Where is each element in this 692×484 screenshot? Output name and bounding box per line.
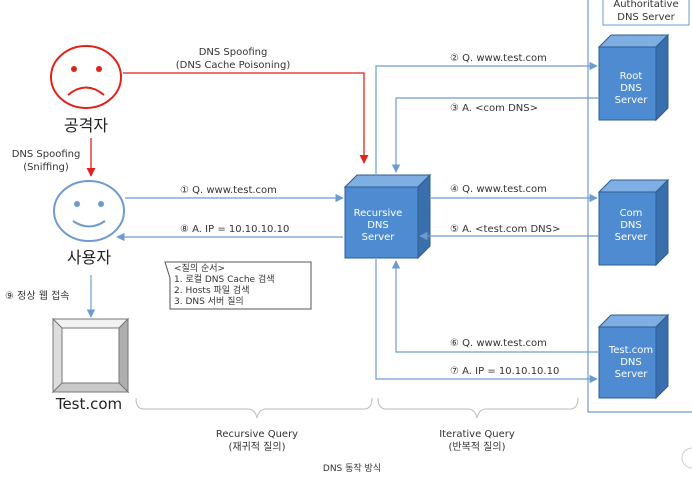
user-smiley-face-icon bbox=[53, 180, 125, 242]
com-server-line3: Server bbox=[615, 232, 649, 243]
com-server-line2: DNS bbox=[620, 220, 642, 231]
label-step9: ⑨ 정상 웹 접속 bbox=[5, 290, 70, 302]
authoritative-label-line1: Authoritative bbox=[613, 0, 678, 10]
authoritative-region-border bbox=[587, 0, 692, 413]
arrow-step6 bbox=[391, 260, 598, 353]
query-order-callout bbox=[164, 261, 312, 310]
attacker-sad-face-icon bbox=[50, 45, 122, 109]
com-server-cube-icon bbox=[597, 178, 670, 267]
root-server-line1: Root bbox=[620, 71, 643, 82]
com-server-line1: Com bbox=[620, 208, 643, 219]
spoofing-sniff-line2: (Sniffing) bbox=[23, 162, 69, 173]
recursive-query-line2: (재귀적 질의) bbox=[229, 441, 286, 453]
arrow-step7 bbox=[375, 259, 598, 384]
arrow-step3 bbox=[391, 97, 598, 173]
query-order-item-1: 1. 로컬 DNS Cache 검색 bbox=[174, 273, 275, 285]
recursive-server-line3: Server bbox=[362, 232, 396, 243]
recursive-server-cube-icon bbox=[343, 173, 432, 260]
query-order-title: <질의 순서> bbox=[174, 262, 225, 274]
query-order-item-3: 3. DNS 서버 질의 bbox=[174, 295, 244, 307]
iterative-query-line1: Iterative Query bbox=[439, 429, 515, 440]
root-server-line3: Server bbox=[615, 95, 649, 106]
label-step3: ③ A. <com DNS> bbox=[450, 103, 538, 114]
testcom-server-line2: DNS bbox=[620, 357, 642, 368]
spoofing-cache-line2: (DNS Cache Poisoning) bbox=[176, 60, 291, 71]
label-step5: ⑤ A. <test.com DNS> bbox=[450, 224, 560, 235]
website-frame-icon bbox=[51, 317, 130, 394]
spoofing-sniff-line1: DNS Spoofing bbox=[12, 149, 81, 160]
partial-circle-icon bbox=[681, 447, 692, 469]
testcom-server-line3: Server bbox=[615, 369, 649, 380]
root-server-line2: DNS bbox=[620, 83, 642, 94]
label-step8: ⑧ A. IP = 10.10.10.10 bbox=[180, 224, 289, 235]
label-step6: ⑥ Q. www.test.com bbox=[450, 338, 547, 349]
testcom-server-line1: Test.com bbox=[608, 345, 653, 356]
authoritative-label-box bbox=[602, 0, 690, 26]
label-step2: ② Q. www.test.com bbox=[450, 53, 547, 64]
authoritative-label-line2: DNS Server bbox=[617, 12, 675, 23]
arrow-step2 bbox=[375, 61, 598, 174]
recursive-server-line1: Recursive bbox=[354, 208, 403, 219]
iterative-query-line2: (반복적 질의) bbox=[449, 441, 506, 453]
query-order-item-2: 2. Hosts 파일 검색 bbox=[174, 284, 249, 296]
root-server-cube-icon bbox=[597, 33, 670, 122]
attacker-label: 공격자 bbox=[64, 116, 108, 135]
label-step1: ① Q. www.test.com bbox=[180, 185, 277, 196]
recursive-query-brace bbox=[135, 397, 373, 419]
label-step4: ④ Q. www.test.com bbox=[450, 184, 547, 195]
testcom-server-cube-icon bbox=[597, 313, 670, 400]
recursive-server-line2: DNS bbox=[367, 220, 389, 231]
iterative-query-brace bbox=[377, 397, 579, 419]
diagram-caption: DNS 동작 방식 bbox=[323, 463, 381, 474]
spoofing-cache-poisoning-arrow bbox=[123, 72, 369, 164]
website-label: Test.com bbox=[55, 395, 122, 413]
label-step7: ⑦ A. IP = 10.10.10.10 bbox=[450, 366, 559, 377]
recursive-query-line1: Recursive Query bbox=[216, 429, 298, 440]
user-label: 사용자 bbox=[67, 248, 111, 267]
spoofing-cache-line1: DNS Spoofing bbox=[199, 47, 268, 58]
